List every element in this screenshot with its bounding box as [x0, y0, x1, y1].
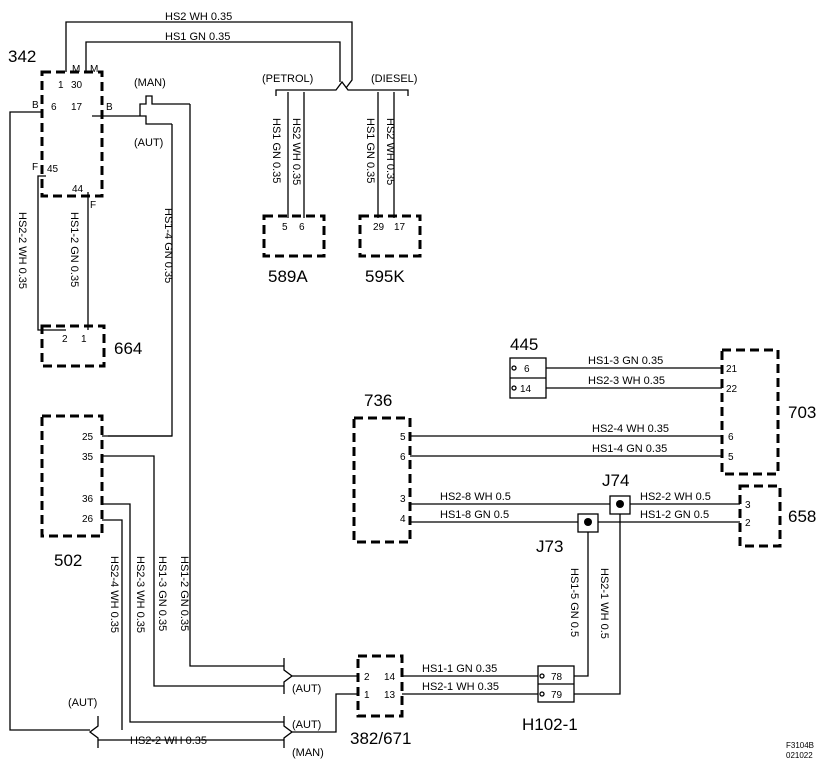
variant-diesel: (DIESEL)	[371, 73, 417, 85]
connector-382-671	[356, 654, 404, 718]
pin-342-m-b: M	[90, 64, 98, 75]
pin-342-b-a: B	[32, 100, 39, 111]
wire-hs1-3-bot-label: HS1-3 GN 0.35	[156, 556, 168, 631]
pin-736-6: 6	[400, 452, 406, 463]
variant-aut-left: (AUT)	[68, 697, 97, 709]
wire-hs2-1-label: HS2-1 WH 0.35	[422, 681, 499, 693]
label-h102-1: H102-1	[522, 715, 578, 734]
pin-664-2: 2	[62, 334, 68, 345]
label-703: 703	[788, 403, 816, 422]
connector-703	[720, 348, 780, 476]
label-595k: 595K	[365, 267, 405, 286]
wire-hs1-top-label: HS1 GN 0.35	[165, 31, 230, 43]
wire-hs2-3-label: HS2-3 WH 0.35	[588, 375, 665, 387]
pin-342-45: 45	[47, 164, 59, 175]
pin-445-6: 6	[524, 364, 530, 375]
wire-hs2-595-label: HS2 WH 0.35	[384, 118, 396, 185]
wire-hs1-595-label: HS1 GN 0.35	[364, 118, 376, 183]
connector-589a	[262, 214, 326, 258]
label-664: 664	[114, 339, 142, 358]
pin-664-1: 1	[81, 334, 87, 345]
wire-hs2-4-bot-label: HS2-4 WH 0.35	[108, 556, 120, 633]
wire-hs2-2-left-label: HS2-2 WH 0.35	[16, 212, 28, 289]
pin-703-21: 21	[726, 364, 738, 375]
pin-342-17: 17	[71, 102, 83, 113]
variant-aut-top: (AUT)	[134, 137, 163, 149]
connector-736	[352, 416, 412, 544]
pin-342-f-a: F	[32, 162, 38, 173]
pin-736-5: 5	[400, 432, 406, 443]
label-j74: J74	[602, 471, 629, 490]
connector-664	[40, 324, 106, 368]
connector-658	[738, 484, 782, 548]
pin-h102-79: 79	[551, 690, 563, 701]
label-589a: 589A	[268, 267, 308, 286]
wire-hs2-3-bot-label: HS2-3 WH 0.35	[134, 556, 146, 633]
pin-502-35: 35	[82, 452, 94, 463]
label-658: 658	[788, 507, 816, 526]
wire-hs1-2-left-label: HS1-2 GN 0.35	[68, 212, 80, 287]
pin-595k-29: 29	[373, 222, 385, 233]
wire-hs1-8-label: HS1-8 GN 0.5	[440, 509, 509, 521]
label-445: 445	[510, 335, 538, 354]
connector-595k	[358, 214, 422, 258]
pin-342-30: 30	[71, 80, 83, 91]
wire-hs2-4-label: HS2-4 WH 0.35	[592, 423, 669, 435]
pin-502-25: 25	[82, 432, 94, 443]
wire-hs1-3-label: HS1-3 GN 0.35	[588, 355, 663, 367]
pin-342-f-b: F	[90, 200, 96, 211]
wire-hs1-589-label: HS1 GN 0.35	[270, 118, 282, 183]
pin-382-1: 1	[364, 690, 370, 701]
wire-hs2-2-bot-label: HS2-2 WH 0.35	[130, 735, 207, 747]
wire-hs1-2-658-label: HS1-2 GN 0.5	[640, 509, 709, 521]
wire-hs2-top-label: HS2 WH 0.35	[165, 11, 232, 23]
wire-hs1-1-label: HS1-1 GN 0.35	[422, 663, 497, 675]
pin-658-3: 3	[745, 500, 751, 511]
pin-703-5: 5	[728, 452, 734, 463]
wire-hs2-8-label: HS2-8 WH 0.5	[440, 491, 511, 503]
footer-code-2: 021022	[786, 751, 813, 760]
pin-736-4: 4	[400, 514, 406, 525]
pin-342-1: 1	[58, 80, 64, 91]
pin-382-14: 14	[384, 672, 396, 683]
wire-hs2-589-label: HS2 WH 0.35	[290, 118, 302, 185]
connector-342	[40, 70, 104, 198]
label-j73: J73	[536, 537, 563, 556]
pin-703-22: 22	[726, 384, 738, 395]
footer-code-1: F3104B	[786, 741, 814, 750]
wire-hs2-2-658-label: HS2-2 WH 0.5	[640, 491, 711, 503]
pin-342-6: 6	[51, 102, 57, 113]
variant-man-bottom: (MAN)	[292, 747, 324, 759]
pin-502-36: 36	[82, 494, 94, 505]
wire-hs1-4-mid-label: HS1-4 GN 0.35	[162, 208, 174, 283]
pin-382-2: 2	[364, 672, 370, 683]
wire-hs1-5-label: HS1-5 GN 0.5	[568, 568, 580, 637]
wire-hs1-2-bot-label: HS1-2 GN 0.35	[178, 556, 190, 631]
pin-736-3: 3	[400, 494, 406, 505]
variant-petrol: (PETROL)	[262, 73, 313, 85]
pin-502-26: 26	[82, 514, 94, 525]
label-736: 736	[364, 391, 392, 410]
pin-382-13: 13	[384, 690, 396, 701]
pin-595k-17: 17	[394, 222, 406, 233]
pin-342-44: 44	[72, 184, 84, 195]
label-382-671: 382/671	[350, 729, 411, 748]
label-342: 342	[8, 47, 36, 66]
variant-aut-mid: (AUT)	[292, 683, 321, 695]
pin-658-2: 2	[745, 518, 751, 529]
wire-hs1-4-label: HS1-4 GN 0.35	[592, 443, 667, 455]
variant-man-top: (MAN)	[134, 77, 166, 89]
pin-445-14: 14	[520, 384, 532, 395]
wire-hs2-1-v-label: HS2-1 WH 0.5	[598, 568, 610, 639]
variant-aut-bottom: (AUT)	[292, 719, 321, 731]
connector-502	[40, 414, 104, 538]
pin-589a-5: 5	[282, 222, 288, 233]
pin-342-m-a: M	[72, 64, 80, 75]
pin-h102-78: 78	[551, 672, 563, 683]
pin-703-6: 6	[728, 432, 734, 443]
label-502: 502	[54, 551, 82, 570]
pin-342-b-b: B	[106, 102, 113, 113]
pin-589a-6: 6	[299, 222, 305, 233]
